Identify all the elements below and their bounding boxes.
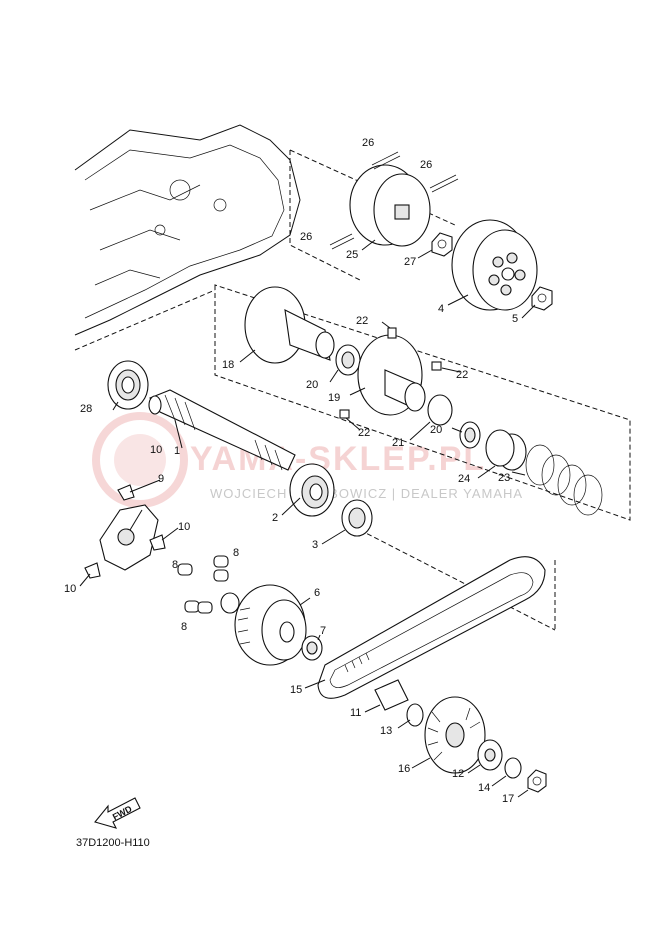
label-8c: 8	[181, 621, 187, 633]
label-3: 3	[312, 539, 318, 551]
part-4-housing	[451, 219, 538, 311]
label-28: 28	[80, 403, 92, 415]
label-17: 17	[502, 793, 514, 805]
part-5-nut	[531, 286, 553, 311]
label-22a: 22	[356, 315, 368, 327]
part-11-collar	[374, 679, 409, 711]
part-8-rollers	[177, 555, 229, 614]
label-26b: 26	[420, 159, 432, 171]
part-17-nut	[527, 769, 547, 793]
part-20-seal-a	[335, 344, 361, 376]
assembly-lines-primary	[359, 529, 556, 631]
label-24: 24	[458, 473, 470, 485]
label-11: 11	[350, 707, 361, 719]
label-14: 14	[478, 782, 490, 794]
label-15: 15	[290, 684, 302, 696]
label-4: 4	[438, 303, 444, 315]
part-3-seal	[341, 499, 373, 537]
label-27: 27	[404, 256, 416, 268]
label-9: 9	[158, 473, 164, 485]
part-27-nut	[431, 232, 453, 257]
label-5: 5	[512, 313, 518, 325]
label-26c: 26	[300, 231, 312, 243]
label-8a: 8	[172, 559, 178, 571]
label-23: 23	[498, 472, 510, 484]
part-2-bearing	[289, 463, 335, 517]
part-16-fan	[424, 696, 486, 774]
label-7: 7	[320, 625, 326, 637]
part-21-oring	[427, 394, 453, 426]
part-14-washer	[504, 757, 522, 779]
part-12	[477, 739, 503, 771]
assembly-box-secondary	[214, 284, 631, 521]
part-26-springs	[329, 151, 459, 250]
part-13-washer	[406, 703, 424, 727]
watermark-subtitle: WOJCIECH JAKUBOWICZ | DEALER YAMAHA	[210, 486, 523, 501]
part-25-clutch	[349, 164, 431, 247]
label-10a: 10	[150, 444, 162, 456]
part-28-bearing	[107, 360, 149, 410]
part-15-belt	[317, 556, 546, 699]
part-10-clips	[84, 484, 166, 579]
label-25: 25	[346, 249, 358, 261]
label-16: 16	[398, 763, 410, 775]
part-labels: 1 2 3 4 5 6 7 8 8 8 9 10 10 10 11 12 13 …	[64, 137, 518, 805]
label-22c: 22	[358, 427, 370, 439]
label-20b: 20	[430, 424, 442, 436]
leader-lines	[79, 239, 536, 798]
part-22-pins	[339, 327, 442, 419]
label-10c: 10	[64, 583, 76, 595]
label-10b: 10	[178, 521, 190, 533]
label-8b: 8	[233, 547, 239, 559]
part-1-shaft	[148, 389, 296, 471]
part-24-collar	[485, 429, 527, 471]
label-13: 13	[380, 725, 392, 737]
label-19: 19	[328, 392, 340, 404]
label-18: 18	[222, 359, 234, 371]
label-12: 12	[452, 768, 464, 780]
label-1: 1	[174, 445, 180, 457]
fwd-arrow: FWD	[94, 797, 141, 829]
part-19-sheave	[357, 334, 426, 416]
label-2: 2	[272, 512, 278, 524]
crankcase	[74, 124, 301, 351]
label-21: 21	[392, 437, 404, 449]
part-6-sheave	[220, 584, 307, 666]
diagram-code: 37D1200-H110	[76, 837, 150, 849]
part-18-sheave	[244, 286, 335, 364]
part-9-cam	[99, 504, 159, 571]
label-20a: 20	[306, 379, 318, 391]
part-20-seal-b	[459, 421, 481, 449]
label-26a: 26	[362, 137, 374, 149]
part-7-collar	[301, 635, 323, 661]
label-22b: 22	[456, 369, 468, 381]
part-23-spring	[525, 444, 603, 516]
label-6: 6	[314, 587, 320, 599]
